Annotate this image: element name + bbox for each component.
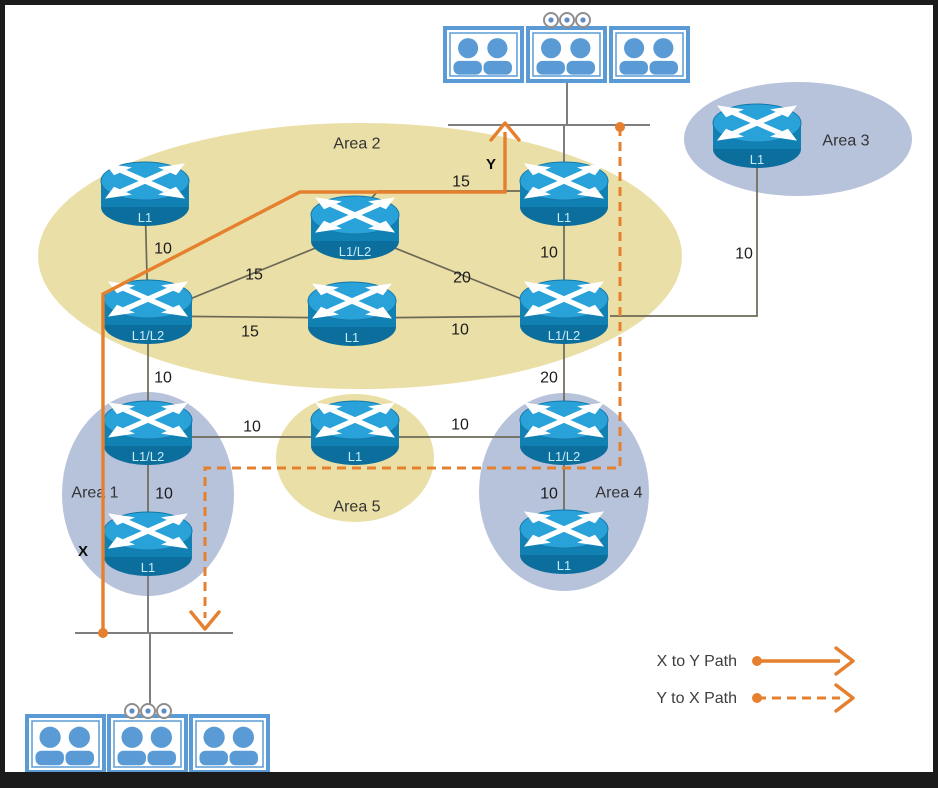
- link-cost-label: 15: [245, 267, 263, 284]
- host-workstation-icon: [25, 714, 106, 774]
- router-icon: L1: [100, 161, 190, 226]
- link-cost-label: 10: [243, 419, 261, 436]
- host-group-top: [443, 12, 690, 125]
- endpoint-y-label: Y: [486, 156, 496, 173]
- y-to-x-path: [203, 127, 622, 618]
- link-line: [610, 160, 758, 317]
- legend-arrowhead: [834, 683, 855, 713]
- router-arrows-icon: [315, 197, 395, 233]
- path-origin-dot: [752, 693, 762, 703]
- router-arrows-icon: [105, 163, 185, 199]
- router-icon: L1: [519, 161, 609, 226]
- link-cost-label: 10: [735, 246, 753, 263]
- host-workstation-icon: [609, 26, 690, 83]
- router-icon: L1/L2: [103, 400, 193, 465]
- router-level-label: L1: [138, 210, 152, 225]
- link-cost-label: 15: [452, 174, 470, 191]
- host-workstation-icon: [526, 26, 607, 83]
- path-origin-dot: [98, 628, 108, 638]
- router-arrows-icon: [717, 105, 797, 141]
- router-icon: L1: [307, 281, 397, 346]
- legend-arrowhead: [834, 646, 855, 676]
- area-label: Area 3: [822, 133, 869, 150]
- legend-item: Y to X Path: [656, 683, 855, 713]
- link-cost-label: 10: [154, 370, 172, 387]
- router-arrows-icon: [108, 281, 188, 317]
- router-arrows-icon: [524, 163, 604, 199]
- link-cost-label: 10: [451, 322, 469, 339]
- x-to-y-path: [101, 132, 507, 633]
- path-arrowhead: [489, 121, 521, 142]
- router-icon: L1: [310, 400, 400, 465]
- router-arrows-icon: [108, 402, 188, 438]
- host-workstation-icon: [107, 714, 188, 774]
- path-arrowhead: [189, 610, 221, 631]
- more-hosts-icon: [575, 12, 591, 28]
- router-level-label: L1/L2: [339, 244, 372, 259]
- link-cost-label: 15: [241, 324, 259, 341]
- link-cost-label: 10: [451, 417, 469, 434]
- path-origin-dot: [752, 656, 762, 666]
- router-icon: L1/L2: [310, 195, 400, 260]
- area-label: Area 5: [333, 499, 380, 516]
- router-icon: L1/L2: [519, 279, 609, 344]
- more-hosts-icon: [543, 12, 559, 28]
- area-label: Area 2: [333, 136, 380, 153]
- router-arrows-icon: [315, 402, 395, 438]
- router-icon: L1: [712, 103, 802, 168]
- router-level-label: L1: [557, 210, 571, 225]
- router-icon: L1: [103, 511, 193, 576]
- host-workstation-icon: [443, 26, 524, 83]
- legend-item-label: Y to X Path: [656, 690, 737, 707]
- figure-bottom-bar: [2, 772, 936, 786]
- path-origin-dot: [615, 122, 625, 132]
- link-cost-label: 10: [540, 245, 558, 262]
- more-hosts-icon: [140, 703, 156, 719]
- router-level-label: L1: [348, 449, 362, 464]
- link-cost-label: 10: [540, 486, 558, 503]
- router-level-label: L1: [345, 330, 359, 345]
- router-level-label: L1: [557, 558, 571, 573]
- router-arrows-icon: [524, 281, 604, 317]
- router-icon: L1: [519, 509, 609, 574]
- router-level-label: L1: [141, 560, 155, 575]
- link-cost-label: 20: [453, 270, 471, 287]
- link-cost-label: 10: [154, 241, 172, 258]
- router-arrows-icon: [524, 402, 604, 438]
- router-level-label: L1/L2: [132, 328, 165, 343]
- router-icon: L1/L2: [103, 279, 193, 344]
- host-workstation-icon: [189, 714, 270, 774]
- area-label: Area 1: [71, 485, 118, 502]
- router-arrows-icon: [312, 283, 392, 319]
- router-level-label: L1/L2: [548, 449, 581, 464]
- router-level-label: L1/L2: [132, 449, 165, 464]
- more-hosts-icon: [156, 703, 172, 719]
- more-hosts-icon: [559, 12, 575, 28]
- link-cost-label: 20: [540, 370, 558, 387]
- endpoint-x-label: X: [78, 543, 88, 560]
- router-level-label: L1/L2: [548, 328, 581, 343]
- host-group-bottom: [25, 633, 270, 774]
- more-hosts-icon: [124, 703, 140, 719]
- area-label: Area 4: [595, 485, 642, 502]
- router-level-label: L1: [750, 152, 764, 167]
- link-cost-label: 10: [155, 486, 173, 503]
- router-icon: L1/L2: [519, 400, 609, 465]
- legend-item: X to Y Path: [657, 646, 855, 676]
- legend-item-label: X to Y Path: [657, 653, 737, 670]
